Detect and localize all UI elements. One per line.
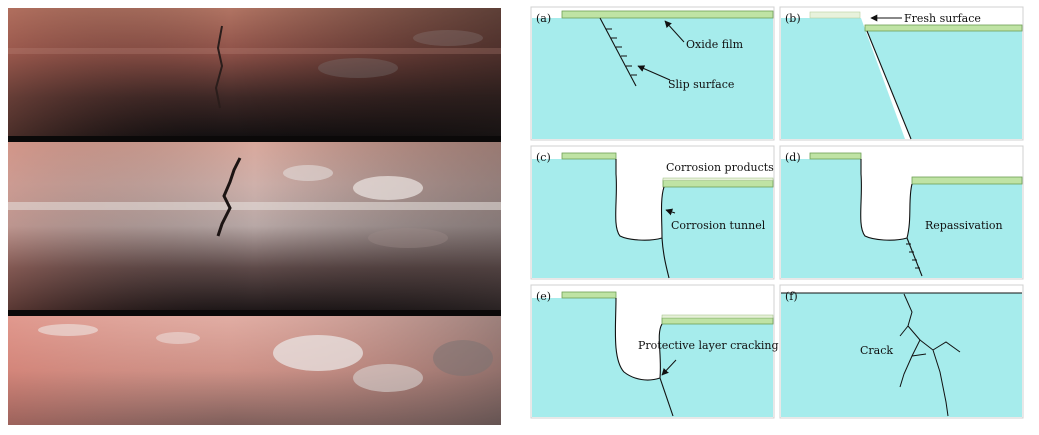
protective-layer <box>661 314 774 319</box>
label-protective-layer-cracking: Protective layer cracking <box>638 339 779 352</box>
oxide-film-left <box>809 152 862 160</box>
oxide-film-right <box>864 24 1023 32</box>
pipe-middle <box>8 142 501 310</box>
label-repassivation: Repassivation <box>925 219 1003 232</box>
pipe-top <box>8 8 501 136</box>
metal-right-block <box>867 31 1022 139</box>
repassivation-marks <box>906 243 920 269</box>
metal-substrate <box>781 159 1022 278</box>
fresh-surface-film <box>809 11 861 19</box>
oxide-film-right <box>661 317 774 325</box>
metal-substrate <box>532 159 773 278</box>
oxide-film-right <box>662 179 774 188</box>
oxide-film <box>561 10 774 19</box>
crack-lines <box>899 293 961 417</box>
panel-label-e: (e) <box>536 290 551 303</box>
label-oxide-film: Oxide film <box>686 38 744 51</box>
panel-c: (c) Corrosion products Corrosion tunnel <box>530 145 775 280</box>
panel-a: (a) Oxide film Slip surface <box>530 6 775 141</box>
label-slip-surface: Slip surface <box>668 78 734 91</box>
label-corrosion-products: Corrosion products <box>666 161 774 174</box>
label-crack: Crack <box>860 344 893 357</box>
slip-surface-marks <box>606 28 637 76</box>
panel-label-f: (f) <box>785 290 798 303</box>
panel-label-c: (c) <box>536 151 551 164</box>
metal-substrate <box>532 18 773 139</box>
corrosion-products-layer <box>662 177 774 181</box>
oxide-film-left <box>561 291 617 299</box>
metal-substrate <box>781 293 1022 417</box>
panel-label-d: (d) <box>785 151 801 164</box>
panel-f: (f) Crack <box>779 284 1024 419</box>
panel-e: (e) Protective layer cracking <box>530 284 779 419</box>
panel-b: (b) Fresh surface <box>779 6 1024 141</box>
metal-left-block <box>781 18 905 139</box>
metal-substrate <box>532 298 773 417</box>
pipe-photo <box>8 8 501 425</box>
scc-mechanism-diagram: (a) Oxide film Slip surface (b) Fresh su… <box>530 6 1024 419</box>
panel-d: (d) Repassivation <box>779 145 1024 280</box>
panel-label-a: (a) <box>536 12 551 25</box>
panel-label-b: (b) <box>785 12 801 25</box>
label-corrosion-tunnel: Corrosion tunnel <box>671 219 766 232</box>
label-fresh-surface: Fresh surface <box>904 12 981 25</box>
oxide-film-left <box>561 152 617 160</box>
pipe-bottom <box>8 316 501 425</box>
oxide-film-right <box>911 176 1023 185</box>
